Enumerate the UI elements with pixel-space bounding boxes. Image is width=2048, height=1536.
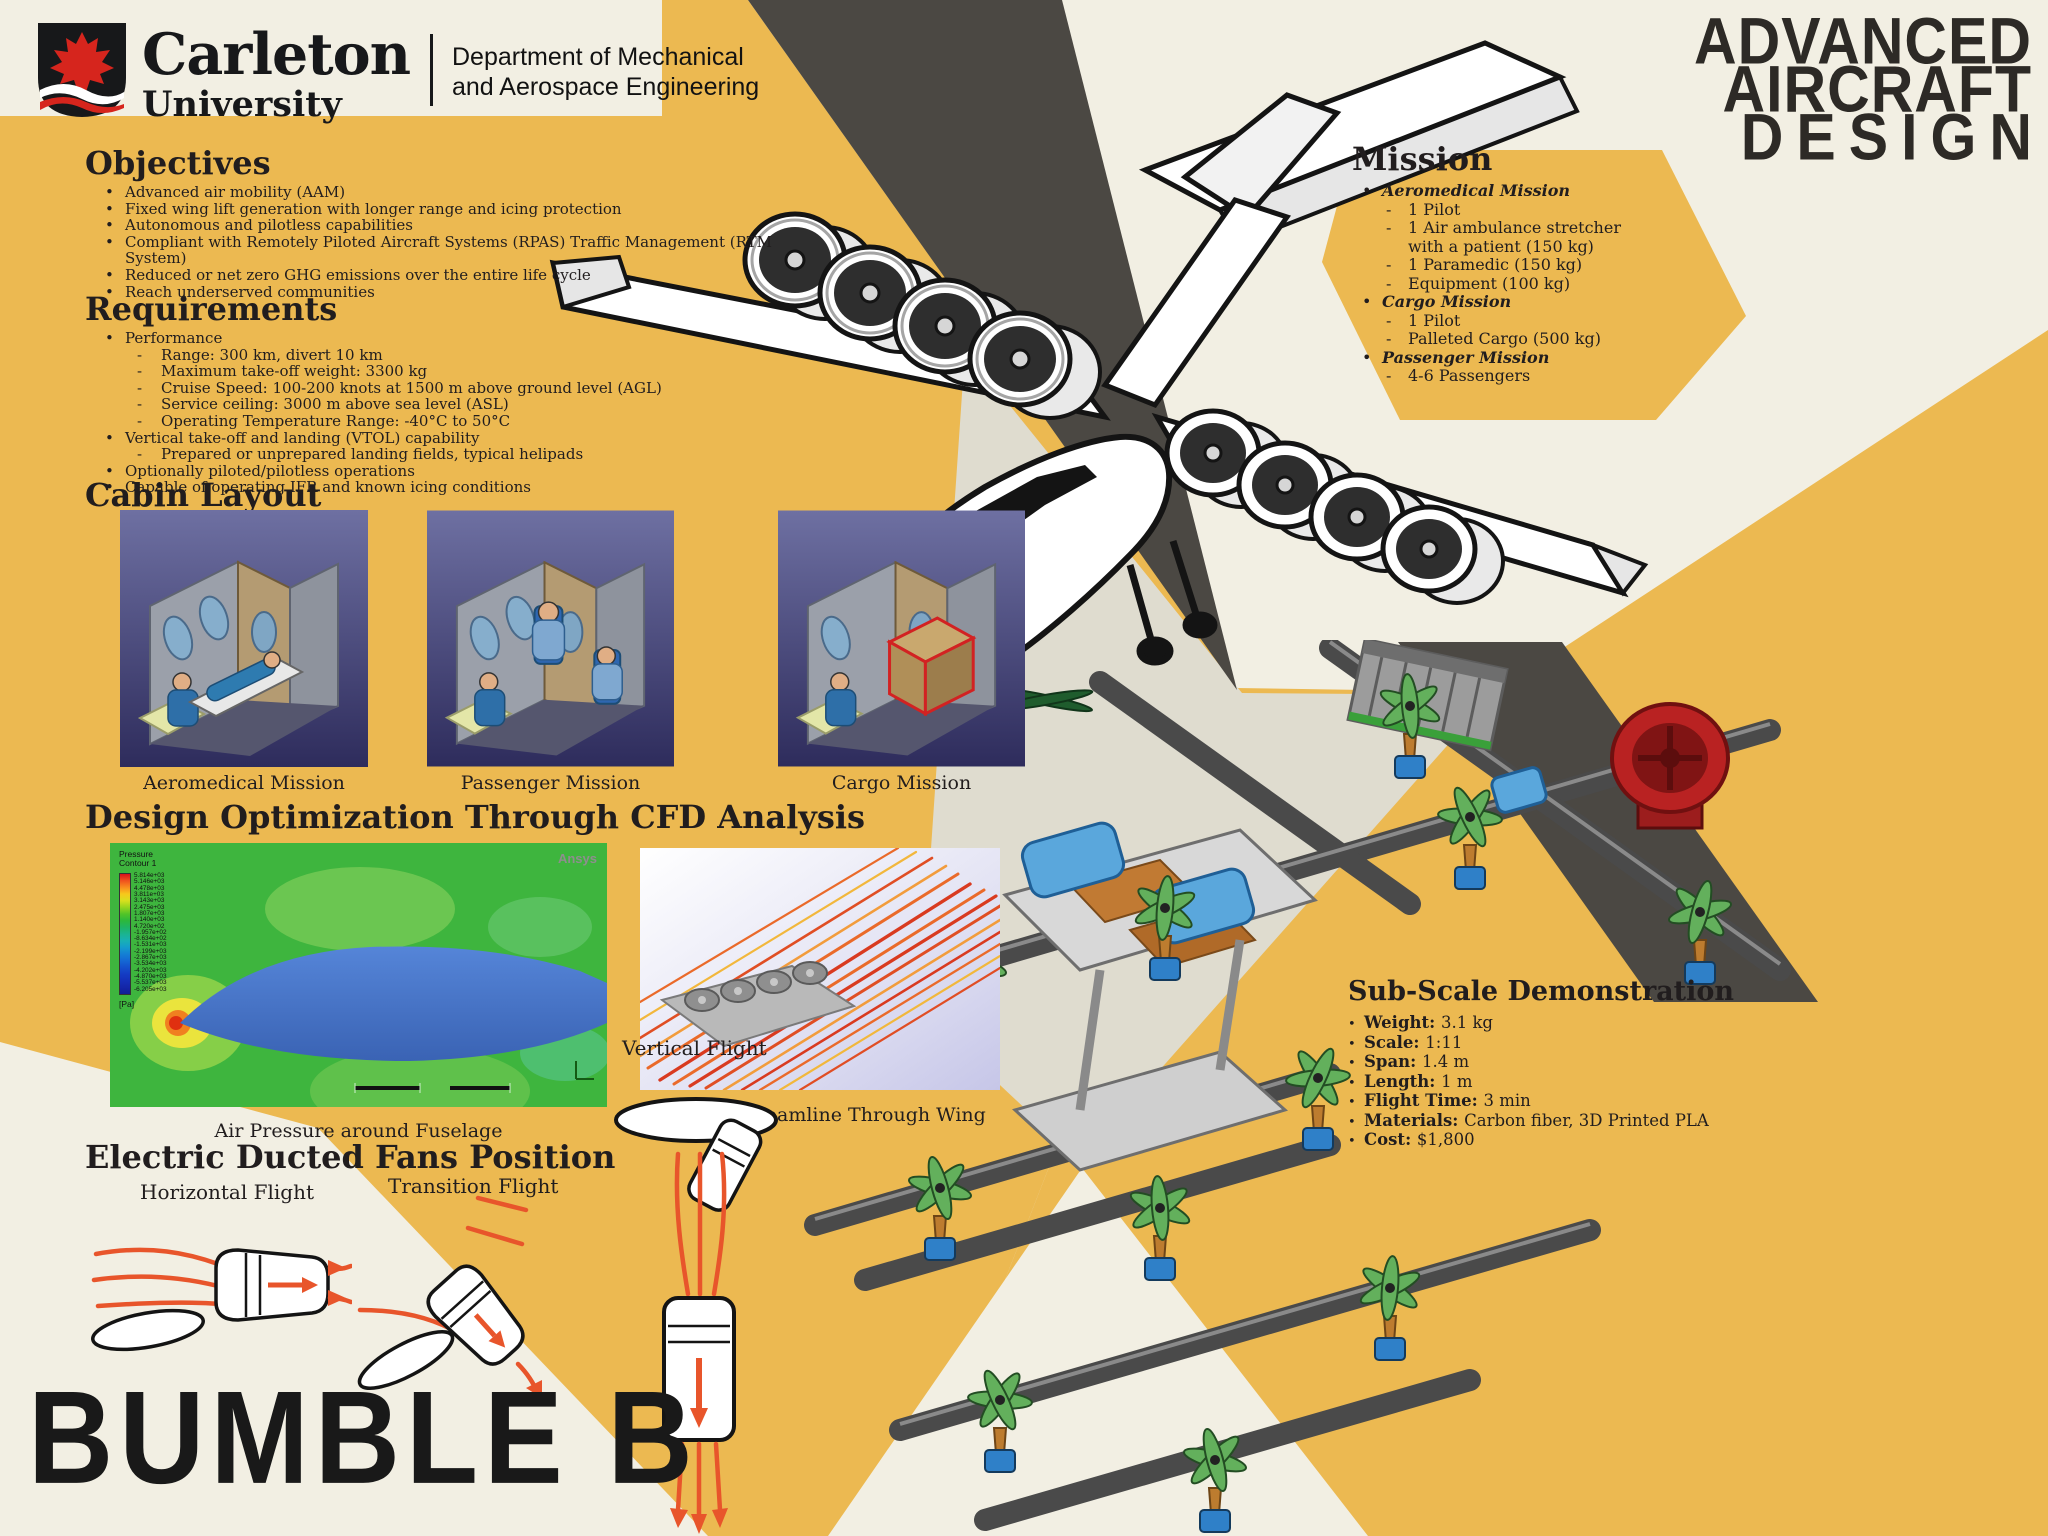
mission-group: Cargo Mission	[1352, 292, 1652, 312]
maple-leaf-icon	[50, 32, 114, 92]
objective-item: Reduced or net zero GHG emissions over t…	[85, 267, 785, 284]
requirement-item: Performance	[85, 330, 785, 347]
legend-values: 5.814e+03 5.146e+03 4.478e+03 3.811e+03 …	[134, 872, 167, 993]
cabin-layout-heading: Cabin Layout	[85, 476, 322, 514]
cabin-caption-cargo: Cargo Mission	[831, 772, 972, 794]
edf-label-transition: Transition Flight	[388, 1174, 559, 1198]
subscale-spec-list: Weight3.1 kg Scale1:11 Span1.4 m Length1…	[1348, 1013, 1768, 1151]
mission-item: 4-6 Passengers	[1352, 366, 1652, 386]
mission-item: 1 Pilot	[1352, 200, 1652, 220]
advanced-aircraft-design-banner: ADVANCED AIRCRAFT DESIGN	[1694, 3, 2045, 174]
mission-item: 1 Pilot	[1352, 311, 1652, 331]
edf-diagram-horizontal	[91, 1247, 352, 1352]
mission-group: Aeromedical Mission	[1352, 181, 1652, 201]
requirements-section: Requirements Performance Range: 300 km, …	[85, 292, 785, 496]
edf-label-vertical: Vertical Flight	[622, 1036, 767, 1060]
university-wordmark-sub: University	[142, 84, 342, 125]
requirement-item: Cruise Speed: 100-200 knots at 1500 m ab…	[85, 380, 785, 397]
spec-item: Span1.4 m	[1348, 1052, 1768, 1073]
pressure-contour-plot: Pressure Contour 1 5.814e+03 5.146e+03 4…	[110, 843, 607, 1107]
spec-item: Length1 m	[1348, 1072, 1768, 1093]
red-edf-icon	[1610, 702, 1730, 830]
mission-item: Palleted Cargo (500 kg)	[1352, 329, 1652, 349]
edf-heading: Electric Ducted Fans Position	[85, 1138, 616, 1176]
objectives-heading: Objectives	[85, 144, 271, 182]
requirement-item: Range: 300 km, divert 10 km	[85, 346, 785, 364]
spec-item: Weight3.1 kg	[1348, 1013, 1768, 1034]
carleton-shield-logo	[38, 23, 126, 117]
requirements-list: Performance Range: 300 km, divert 10 km …	[85, 330, 785, 496]
pressure-plot-caption: Air Pressure around Fuselage	[214, 1120, 503, 1142]
department-name: Department of Mechanical and Aerospace E…	[452, 43, 760, 101]
requirement-item: Vertical take-off and landing (VTOL) cap…	[85, 429, 785, 447]
objectives-list: Advanced air mobility (AAM) Fixed wing l…	[85, 184, 785, 300]
cfd-heading: Design Optimization Through CFD Analysis	[85, 798, 866, 836]
spec-item: MaterialsCarbon fiber, 3D Printed PLA	[1348, 1111, 1768, 1132]
cabin-render-cargo	[778, 510, 1025, 767]
header-divider	[430, 34, 433, 106]
mission-heading: Mission	[1352, 140, 1493, 178]
spec-item: Cost$1,800	[1348, 1130, 1768, 1151]
requirements-heading: Requirements	[85, 290, 338, 328]
objective-item: Reach underserved communities	[85, 283, 785, 301]
objective-item: Compliant with Remotely Piloted Aircraft…	[85, 233, 785, 267]
objective-item: Fixed wing lift generation with longer r…	[85, 200, 785, 218]
legend-unit: [Pa]	[119, 999, 135, 1009]
subscale-drone-illustration	[804, 640, 1791, 1533]
edf-diagram-vertical	[614, 1097, 778, 1534]
edf-diagram-transition	[357, 1195, 542, 1398]
velocity-streamline-plot	[640, 848, 1000, 1090]
legend-colorbar	[119, 873, 131, 995]
objective-item: Autonomous and pilotless capabilities	[85, 217, 785, 234]
cabin-caption-aeromedical: Aeromedical Mission	[143, 772, 345, 794]
subscale-heading: Sub-Scale Demonstration	[1348, 976, 1735, 1007]
cabin-render-aeromedical	[120, 510, 368, 767]
propeller-icons	[908, 673, 1732, 1533]
requirement-item: Capable of operating IFR and known icing…	[85, 479, 785, 496]
university-wordmark: Carleton	[142, 21, 411, 88]
requirement-item: Service ceiling: 3000 m above sea level …	[85, 396, 785, 413]
mission-item: Equipment (100 kg)	[1352, 274, 1652, 294]
mission-group: Passenger Mission	[1352, 348, 1652, 368]
mission-item: 1 Paramedic (150 kg)	[1352, 255, 1652, 275]
requirement-item: Maximum take-off weight: 3300 kg	[85, 363, 785, 380]
spec-item: Flight Time3 min	[1348, 1091, 1768, 1112]
mission-list: Aeromedical Mission 1 Pilot 1 Air ambula…	[1352, 181, 1652, 386]
cabin-render-passenger	[427, 510, 674, 767]
mission-item: 1 Air ambulance stretcher with a patient…	[1352, 218, 1652, 256]
cabin-caption-passenger: Passenger Mission	[460, 772, 641, 794]
objectives-section: Objectives Advanced air mobility (AAM) F…	[85, 146, 785, 300]
ansys-watermark: Ansys	[557, 851, 597, 866]
mission-section: Mission Aeromedical Mission 1 Pilot 1 Ai…	[1352, 142, 1732, 386]
edf-fan-icon	[1164, 408, 1505, 605]
edf-label-horizontal: Horizontal Flight	[140, 1180, 315, 1204]
subscale-section: Sub-Scale Demonstration Weight3.1 kg Sca…	[1348, 976, 1768, 1151]
spec-item: Scale1:11	[1348, 1033, 1768, 1054]
requirement-item: Optionally piloted/pilotless operations	[85, 463, 785, 480]
poster-title: BUMBLE B	[28, 1364, 699, 1512]
requirement-item: Operating Temperature Range: -40°C to 50…	[85, 413, 785, 430]
legend-title: Pressure Contour 1	[119, 849, 157, 868]
objective-item: Advanced air mobility (AAM)	[85, 184, 785, 201]
requirement-item: Prepared or unprepared landing fields, t…	[85, 446, 785, 463]
